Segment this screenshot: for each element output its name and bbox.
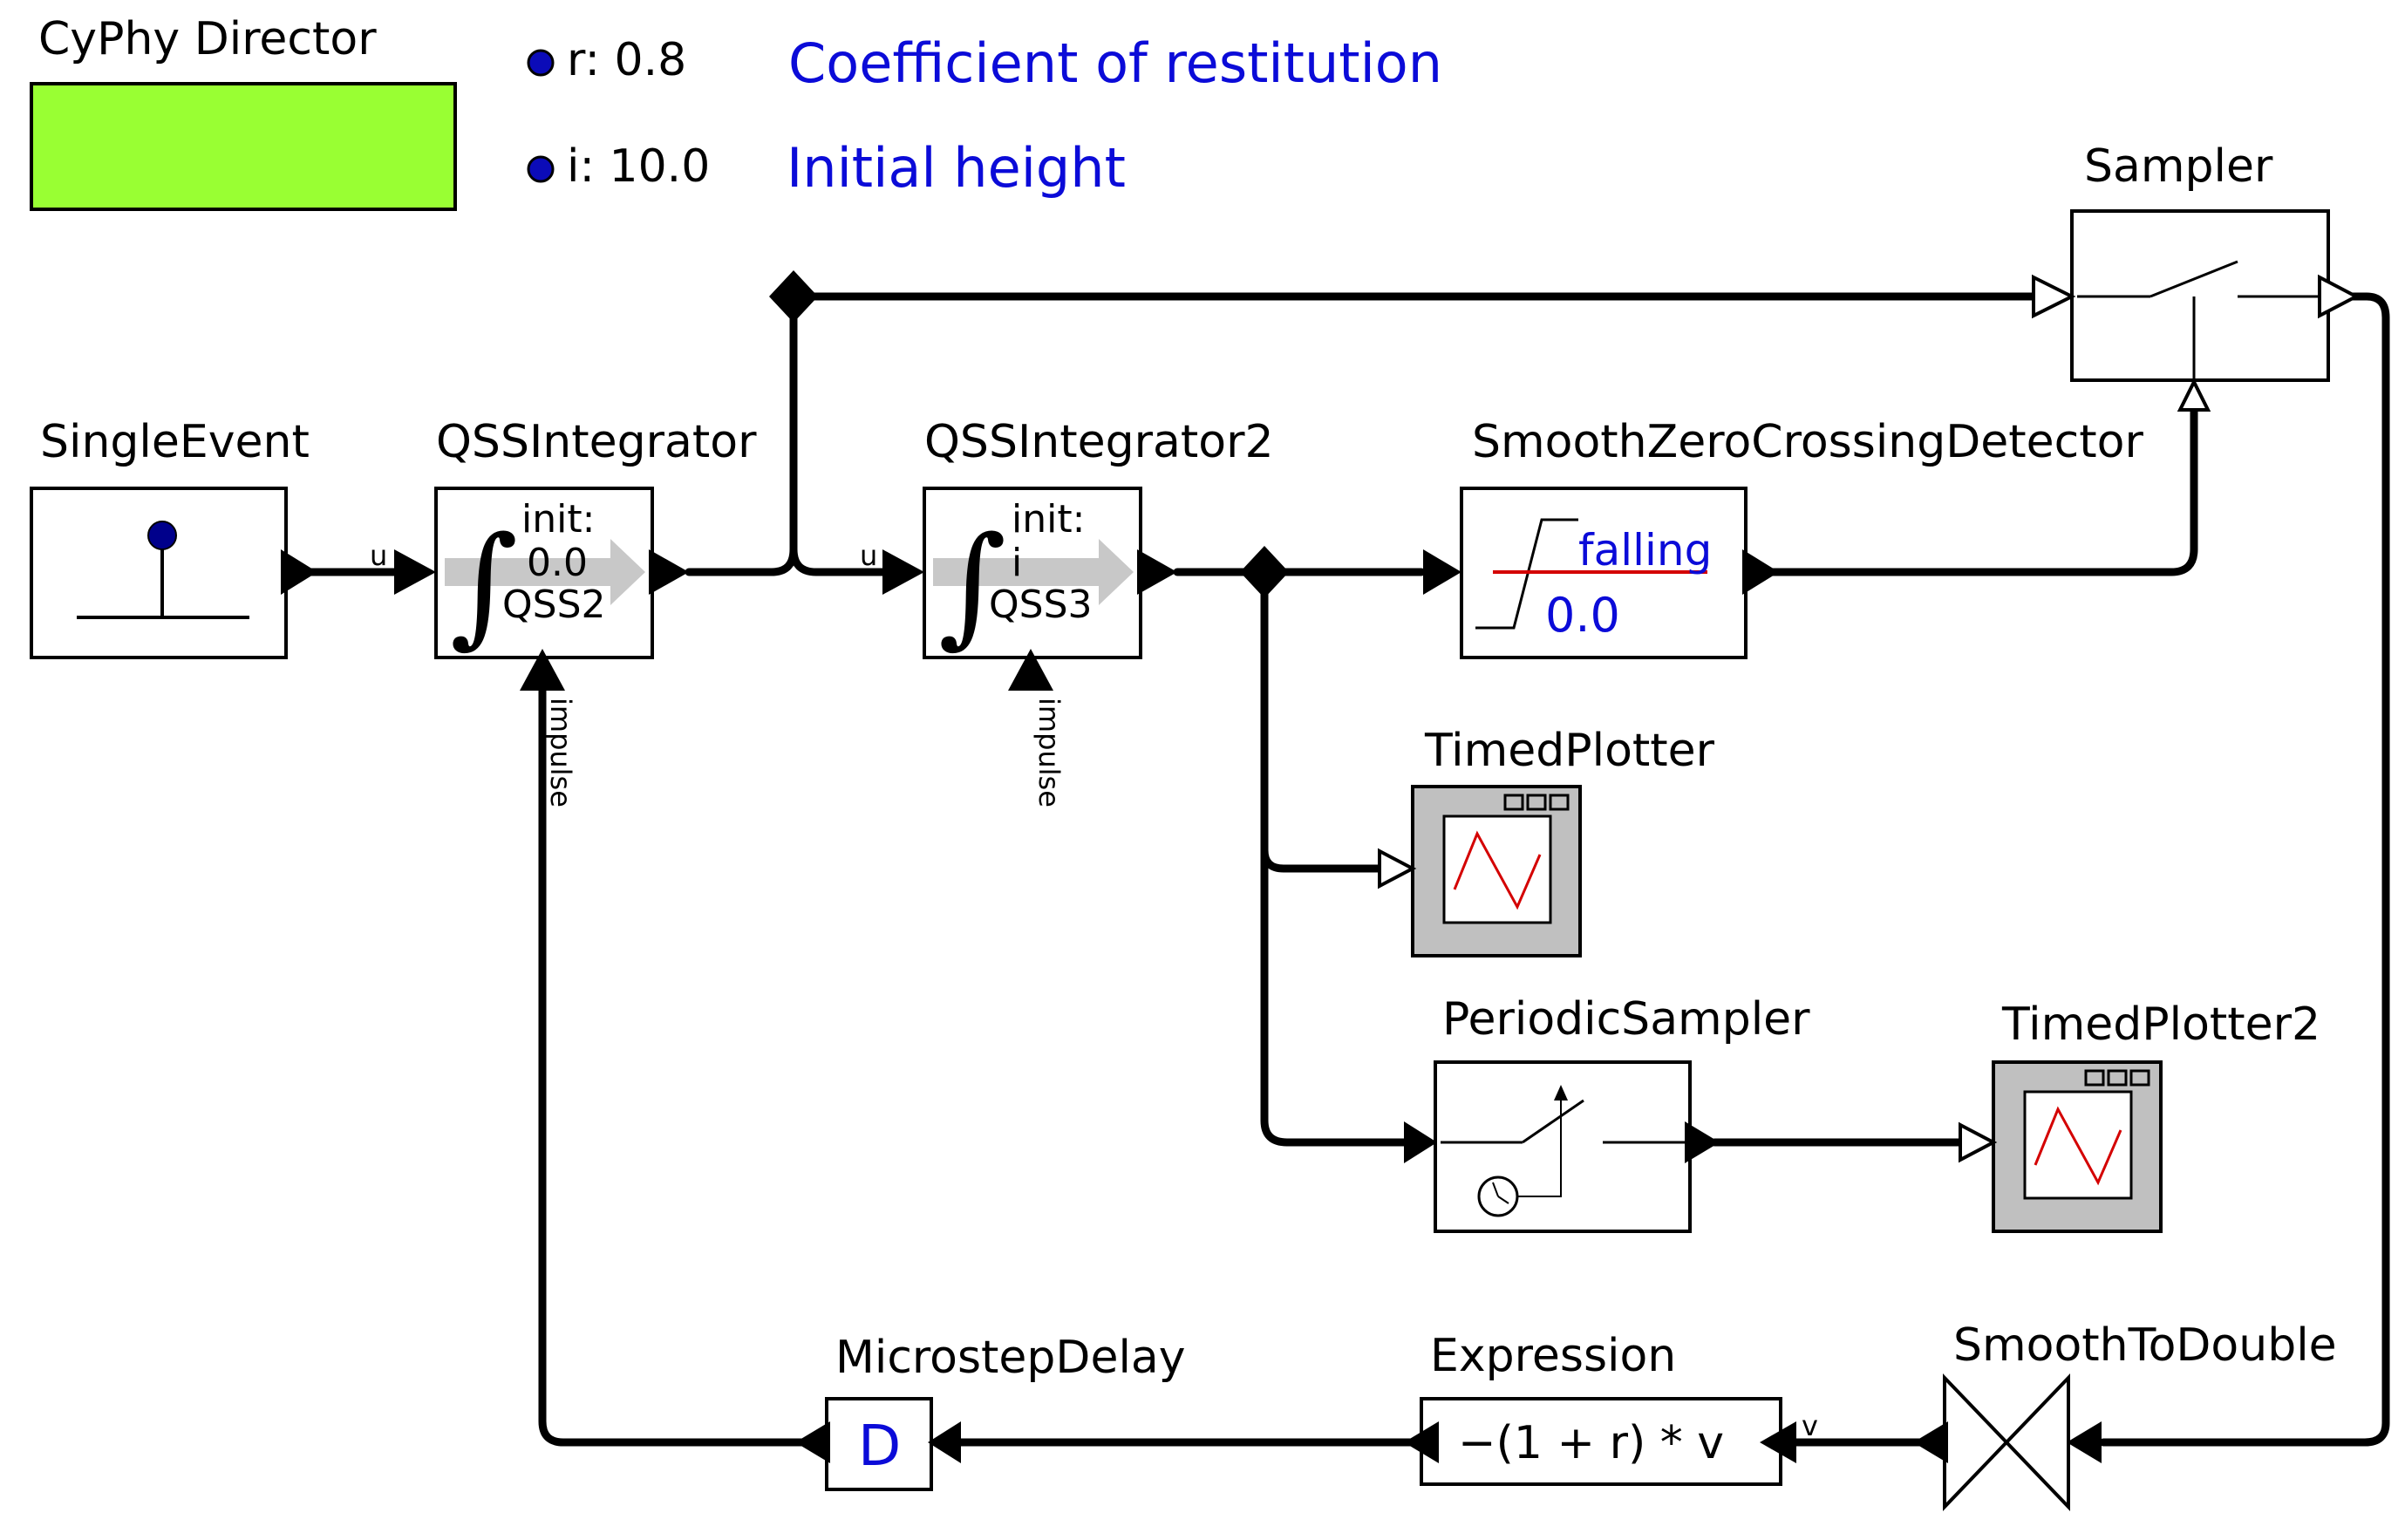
- qss2-port-u: u: [860, 539, 877, 572]
- integrator-arrow-icon: [445, 539, 645, 605]
- periodic-sampler-input-port-icon[interactable]: [1404, 1121, 1437, 1163]
- wires: [292, 292, 2390, 1447]
- relation-diamond-icon[interactable]: [769, 270, 818, 323]
- expression-formula: −(1 + r) * v: [1458, 1417, 1724, 1469]
- qss2-method: QSS3: [989, 583, 1093, 627]
- qss2-input-port-icon[interactable]: [882, 549, 924, 595]
- zero-crossing-input-port-icon[interactable]: [1423, 549, 1461, 595]
- sampler-block[interactable]: [2070, 209, 2330, 382]
- zero-crossing-direction: falling: [1578, 525, 1712, 576]
- zero-crossing-label: SmoothZeroCrossingDetector: [1472, 416, 2143, 468]
- single-event-label: SingleEvent: [40, 416, 310, 468]
- plot2-wave-icon: [2034, 1106, 2122, 1186]
- sampler-input-port-icon[interactable]: [2032, 274, 2076, 319]
- plotter2-input-port-icon[interactable]: [1959, 1121, 1998, 1163]
- microstep-delay-output-port-icon[interactable]: [795, 1421, 830, 1463]
- parameter-r[interactable]: r: 0.8: [567, 34, 686, 86]
- smooth-to-double-output-port-icon[interactable]: [1913, 1421, 1948, 1463]
- microstep-delay-block[interactable]: D: [825, 1397, 933, 1491]
- parameter-r-annotation: Coefficient of restitution: [788, 31, 1442, 95]
- wire-zero-to-sampler-trigger: [1757, 399, 2198, 576]
- wire-relation2-to-periodic: [1260, 846, 1410, 1147]
- wire-delay-to-qss1-impulse: [538, 669, 831, 1447]
- qss1-input-port-icon[interactable]: [394, 549, 436, 595]
- periodic-switch-icon: [1522, 1099, 1584, 1144]
- parameter-r-dot-icon[interactable]: [527, 49, 555, 77]
- relation2-diamond-icon[interactable]: [1240, 546, 1289, 598]
- plotter2-label: TimedPlotter2: [2001, 998, 2320, 1051]
- director-label: CyPhy Director: [38, 13, 377, 65]
- event-stem-icon: [147, 521, 177, 550]
- plot-wave-icon: [1453, 830, 1542, 910]
- qss1-init-label: init:: [521, 497, 595, 542]
- qss1-init-value: 0.0: [527, 541, 588, 585]
- expression-port-v: v: [1802, 1409, 1818, 1442]
- qss1-block[interactable]: ∫ init: 0.0 QSS2: [434, 487, 654, 661]
- zero-crossing-level: 0.0: [1545, 588, 1620, 643]
- single-event-output-port-icon[interactable]: [281, 549, 317, 595]
- wire-sampler-to-smooth: [2099, 292, 2390, 1447]
- smooth-to-double-input-port-icon[interactable]: [2067, 1421, 2102, 1463]
- qss2-output-port-icon[interactable]: [1137, 549, 1177, 595]
- smooth-to-double-label: SmoothToDouble: [1953, 1319, 2337, 1372]
- expression-label: Expression: [1430, 1330, 1676, 1382]
- parameter-i[interactable]: i: 10.0: [567, 140, 710, 193]
- integral-icon: ∫: [450, 509, 518, 661]
- plotter1-label: TimedPlotter: [1424, 725, 1715, 777]
- integrator2-arrow-icon: [933, 539, 1134, 605]
- expression-input-port-icon[interactable]: [1760, 1421, 1796, 1463]
- qss1-port-u: u: [370, 539, 387, 572]
- microstep-delay-input-port-icon[interactable]: [928, 1421, 961, 1463]
- sampler-label: Sampler: [2084, 140, 2273, 193]
- parameter-i-dot-icon[interactable]: [527, 155, 555, 183]
- wire-relation2-to-plotter1: [1260, 568, 1382, 873]
- qss2-init-value: i: [1012, 541, 1022, 585]
- plotter2-block[interactable]: [1992, 1060, 2163, 1233]
- qss1-label: QSSIntegrator: [436, 416, 757, 468]
- qss2-label: QSSIntegrator2: [924, 416, 1274, 468]
- plotter1-block[interactable]: [1411, 785, 1582, 957]
- parameter-i-annotation: Initial height: [787, 136, 1126, 200]
- delay-symbol: D: [858, 1414, 901, 1479]
- qss2-impulse-port-icon[interactable]: [1008, 649, 1053, 691]
- director-block[interactable]: [30, 82, 457, 211]
- sampler-switch-icon: [2150, 260, 2238, 298]
- sampler-output-port-icon[interactable]: [2318, 274, 2361, 319]
- expression-output-port-icon[interactable]: [1404, 1421, 1439, 1463]
- single-event-block[interactable]: [30, 487, 288, 659]
- qss2-init-label: init:: [1012, 497, 1085, 542]
- qss1-impulse-port-icon[interactable]: [520, 649, 565, 691]
- sampler-trigger-port-icon[interactable]: [2177, 378, 2211, 412]
- microstep-delay-label: MicrostepDelay: [835, 1332, 1186, 1384]
- wire-relation-to-qss2: [789, 545, 894, 576]
- smooth-to-double-block[interactable]: [1943, 1373, 2070, 1511]
- qss2-port-impulse: impulse: [1032, 698, 1066, 807]
- bowtie-icon: [1943, 1373, 2070, 1511]
- plotter1-input-port-icon[interactable]: [1378, 848, 1417, 889]
- qss1-method: QSS2: [502, 583, 606, 627]
- periodic-sampler-block[interactable]: [1434, 1060, 1692, 1233]
- periodic-sampler-output-port-icon[interactable]: [1685, 1121, 1720, 1163]
- zero-crossing-output-port-icon[interactable]: [1742, 549, 1779, 595]
- qss1-port-impulse: impulse: [544, 698, 577, 807]
- integral2-icon: ∫: [938, 509, 1006, 661]
- zero-crossing-block[interactable]: falling 0.0: [1460, 487, 1748, 659]
- qss2-block[interactable]: ∫ init: i QSS3: [923, 487, 1142, 661]
- qss1-output-port-icon[interactable]: [649, 549, 689, 595]
- expression-block[interactable]: −(1 + r) * v: [1420, 1397, 1782, 1486]
- periodic-sampler-label: PeriodicSampler: [1442, 993, 1810, 1046]
